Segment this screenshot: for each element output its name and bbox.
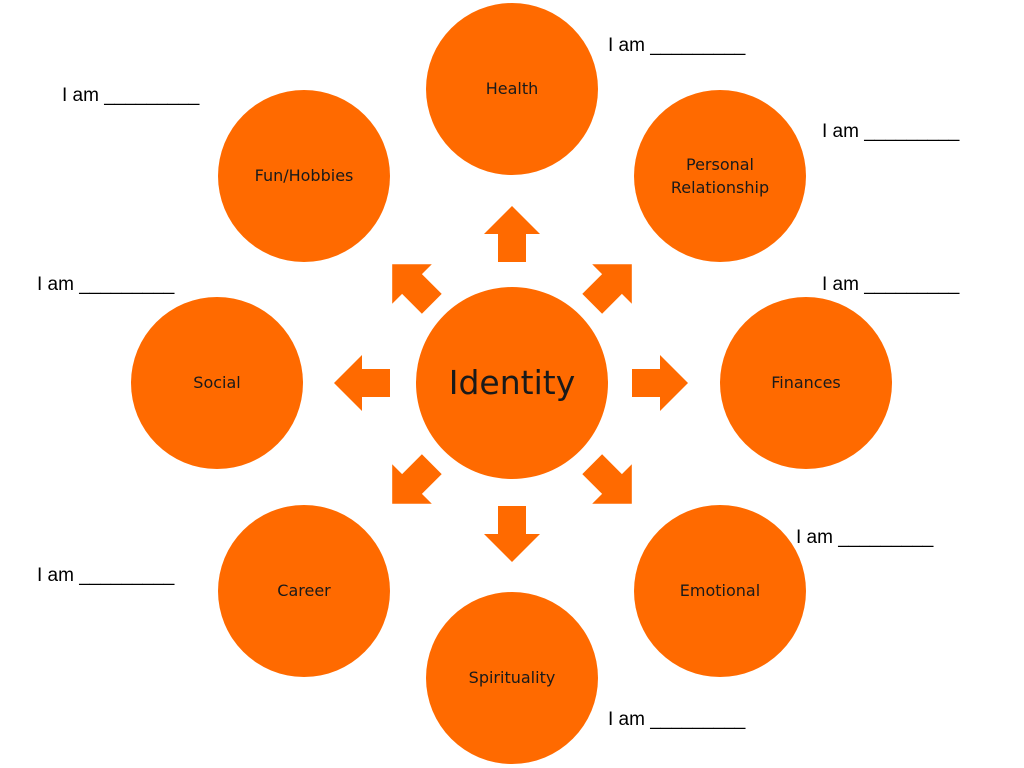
fun-hobbies-fill-in: I am _________ — [62, 85, 200, 106]
personal-relationship-label: Personal Relationship — [670, 154, 770, 197]
social-node: Social — [131, 297, 303, 469]
emotional-label: Emotional — [679, 581, 761, 601]
finances-label: Finances — [771, 373, 841, 393]
identity-label: Identity — [448, 363, 576, 403]
arrow-to-finances — [632, 355, 688, 411]
health-fill-in: I am _________ — [608, 35, 746, 56]
arrow-to-emotional — [582, 454, 632, 504]
career-node: Career — [218, 505, 390, 677]
arrow-to-fun-hobbies — [392, 264, 442, 314]
arrow-to-personal-relationship — [582, 264, 632, 314]
social-fill-in: I am _________ — [37, 274, 175, 295]
fun-hobbies-node: Fun/Hobbies — [218, 90, 390, 262]
career-label: Career — [277, 581, 331, 601]
health-node: Health — [426, 3, 598, 175]
personal-relationship-fill-in: I am _________ — [822, 121, 960, 142]
identity-node: Identity — [416, 287, 608, 479]
social-label: Social — [193, 373, 241, 393]
arrow-to-spirituality — [484, 506, 540, 562]
finances-fill-in: I am _________ — [822, 274, 960, 295]
finances-node: Finances — [720, 297, 892, 469]
health-label: Health — [485, 79, 539, 99]
arrow-to-health — [484, 206, 540, 262]
arrow-to-social — [334, 355, 390, 411]
fun-hobbies-label: Fun/Hobbies — [254, 166, 354, 186]
spirituality-fill-in: I am _________ — [608, 709, 746, 730]
emotional-fill-in: I am _________ — [796, 527, 934, 548]
arrow-to-career — [392, 454, 442, 504]
spirituality-label: Spirituality — [468, 668, 556, 688]
emotional-node: Emotional — [634, 505, 806, 677]
personal-relationship-node: Personal Relationship — [634, 90, 806, 262]
career-fill-in: I am _________ — [37, 565, 175, 586]
spirituality-node: Spirituality — [426, 592, 598, 764]
